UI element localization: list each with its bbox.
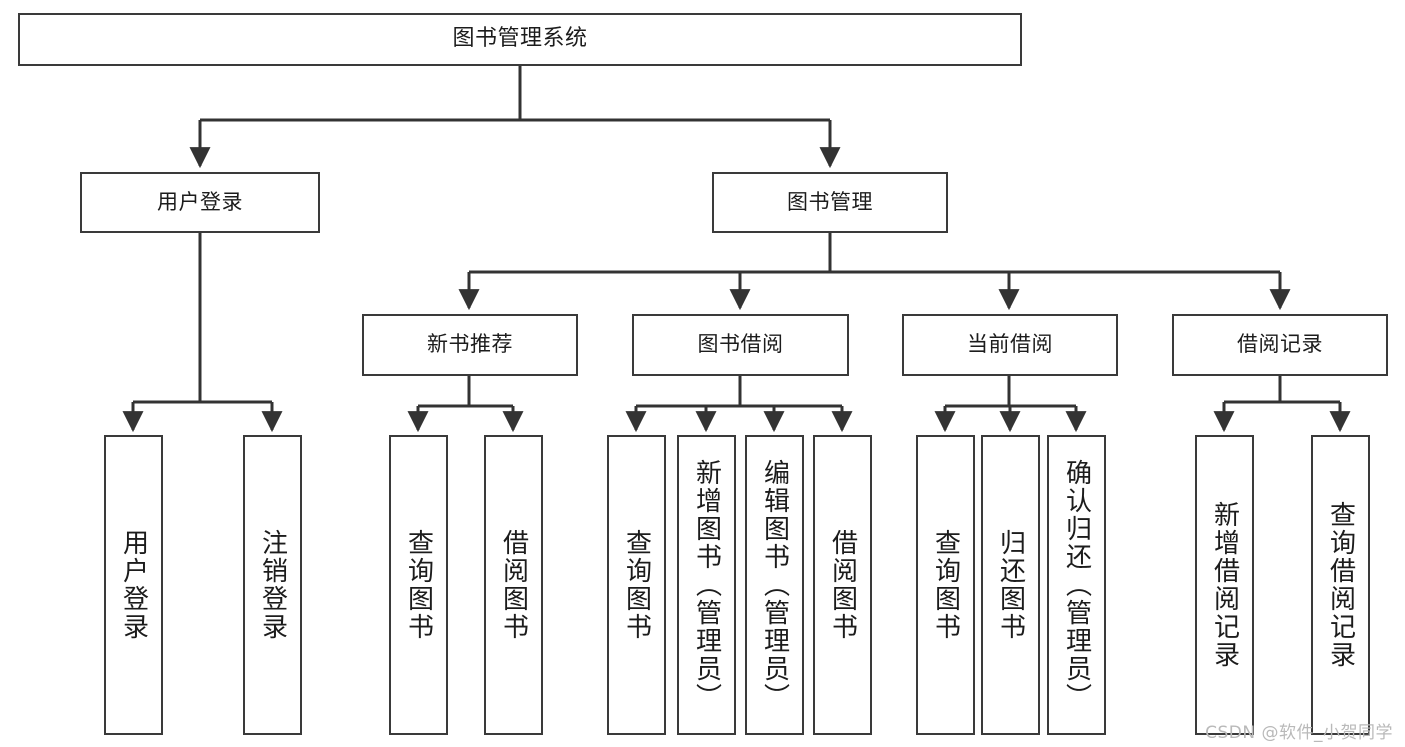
node-root-library-management-system[interactable]: 图书管理系统 [18, 13, 1022, 66]
node-label: 注销登录 [257, 529, 288, 641]
csdn-watermark: CSDN @软件_小贺同学 [1205, 723, 1393, 743]
node-label: 用户登录 [157, 189, 243, 214]
node-label: 图书管理系统 [452, 26, 588, 52]
node-label: 借阅记录 [1237, 332, 1323, 357]
node-label: 图书借阅 [697, 332, 784, 357]
leaf-user-login[interactable]: 用户登录 [104, 435, 163, 735]
node-label: 新增借阅记录 [1209, 501, 1240, 669]
leaf-borrow-records-add-record[interactable]: 新增借阅记录 [1195, 435, 1254, 735]
node-label: 确认归还（管理员） [1061, 459, 1092, 711]
node-label: 查询图书 [930, 529, 961, 641]
node-label: 编辑图书（管理员） [759, 459, 790, 711]
leaf-current-borrow-return-books[interactable]: 归还图书 [981, 435, 1040, 735]
leaf-book-borrow-query-books[interactable]: 查询图书 [607, 435, 666, 735]
node-new-book-recommend[interactable]: 新书推荐 [362, 314, 578, 376]
leaf-current-borrow-confirm-return-admin[interactable]: 确认归还（管理员） [1047, 435, 1106, 735]
node-label: 查询图书 [621, 529, 652, 641]
node-book-borrow[interactable]: 图书借阅 [632, 314, 849, 376]
node-label: 归还图书 [995, 529, 1026, 641]
node-label: 查询借阅记录 [1325, 501, 1356, 669]
node-label: 新书推荐 [427, 332, 513, 357]
node-user-login[interactable]: 用户登录 [80, 172, 320, 233]
leaf-book-borrow-borrow-books[interactable]: 借阅图书 [813, 435, 872, 735]
leaf-borrow-records-query-record[interactable]: 查询借阅记录 [1311, 435, 1370, 735]
leaf-current-borrow-query-books[interactable]: 查询图书 [916, 435, 975, 735]
node-label: 新增图书（管理员） [691, 459, 722, 711]
node-label: 借阅图书 [498, 529, 529, 641]
node-book-management[interactable]: 图书管理 [712, 172, 948, 233]
node-label: 查询图书 [403, 529, 434, 641]
leaf-book-borrow-edit-book-admin[interactable]: 编辑图书（管理员） [745, 435, 804, 735]
node-label: 借阅图书 [827, 529, 858, 641]
node-label: 用户登录 [118, 529, 149, 641]
node-borrow-records[interactable]: 借阅记录 [1172, 314, 1388, 376]
node-label: 当前借阅 [967, 332, 1053, 357]
leaf-book-borrow-add-book-admin[interactable]: 新增图书（管理员） [677, 435, 736, 735]
node-label: 图书管理 [787, 189, 873, 214]
node-current-borrow[interactable]: 当前借阅 [902, 314, 1118, 376]
leaf-new-book-borrow-books[interactable]: 借阅图书 [484, 435, 543, 735]
leaf-user-logout[interactable]: 注销登录 [243, 435, 302, 735]
leaf-new-book-query-books[interactable]: 查询图书 [389, 435, 448, 735]
